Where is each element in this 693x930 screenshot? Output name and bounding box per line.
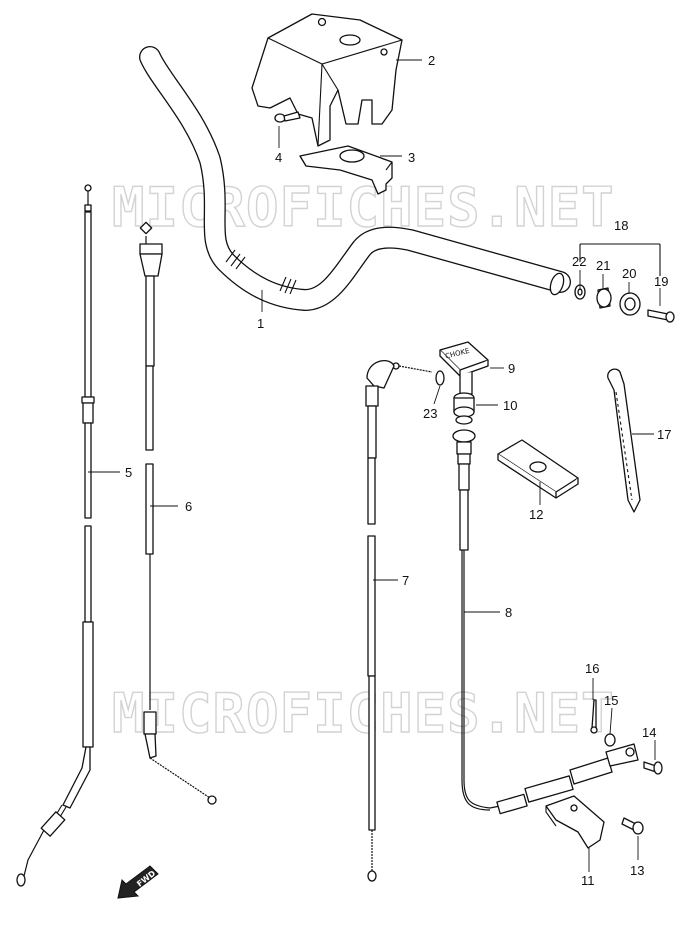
callout-15: 15	[604, 693, 618, 708]
washer-23[interactable]	[435, 370, 445, 386]
choke-knob[interactable]: CHOKE	[439, 341, 489, 395]
callout-21: 21	[596, 258, 610, 273]
callout-14: 14	[642, 725, 656, 740]
handlebar-cover[interactable]	[251, 13, 403, 147]
choke-nut[interactable]	[452, 392, 476, 455]
bolt-14[interactable]	[643, 761, 663, 775]
watermark-bottom: MICROFICHES.NET	[112, 682, 615, 745]
watermark-top: MICROFICHES.NET	[112, 176, 615, 239]
callout-10: 10	[503, 398, 517, 413]
choke-cable[interactable]	[457, 453, 639, 815]
callout-4: 4	[275, 150, 282, 165]
callout-11: 11	[581, 873, 595, 888]
callouts: 1 2 3 4 5 6 7 8 9 10 11 12 13 14 15 16 1…	[125, 53, 671, 888]
callout-7: 7	[402, 573, 409, 588]
callout-19: 19	[654, 274, 668, 289]
callout-12: 12	[529, 507, 543, 522]
callout-23: 23	[423, 406, 437, 421]
bolt-13[interactable]	[621, 817, 644, 835]
callout-16: 16	[585, 661, 599, 676]
washer-15[interactable]	[604, 733, 616, 747]
callout-1: 1	[257, 316, 264, 331]
callout-20: 20	[622, 266, 636, 281]
callout-6: 6	[185, 499, 192, 514]
callout-13: 13	[630, 863, 644, 878]
holder-bracket[interactable]	[299, 145, 393, 195]
cable-bracket[interactable]	[545, 795, 605, 849]
cable-5[interactable]	[16, 184, 95, 887]
clamp-band[interactable]	[607, 368, 641, 513]
callout-18: 18	[614, 218, 628, 233]
callout-3: 3	[408, 150, 415, 165]
callout-2: 2	[428, 53, 435, 68]
pin-16[interactable]	[590, 699, 598, 734]
end-parts[interactable]	[574, 243, 675, 323]
leader-lines	[88, 59, 661, 872]
callout-8: 8	[505, 605, 512, 620]
cable-7[interactable]	[365, 360, 433, 882]
bracket-plate[interactable]	[497, 439, 579, 499]
callout-5: 5	[125, 465, 132, 480]
callout-17: 17	[657, 427, 671, 442]
fwd-arrow: FWD	[117, 865, 159, 899]
callout-9: 9	[508, 361, 515, 376]
callout-22: 22	[572, 254, 586, 269]
handlebar[interactable]	[139, 46, 571, 311]
screw-4[interactable]	[274, 111, 301, 123]
cable-6[interactable]	[139, 221, 217, 805]
